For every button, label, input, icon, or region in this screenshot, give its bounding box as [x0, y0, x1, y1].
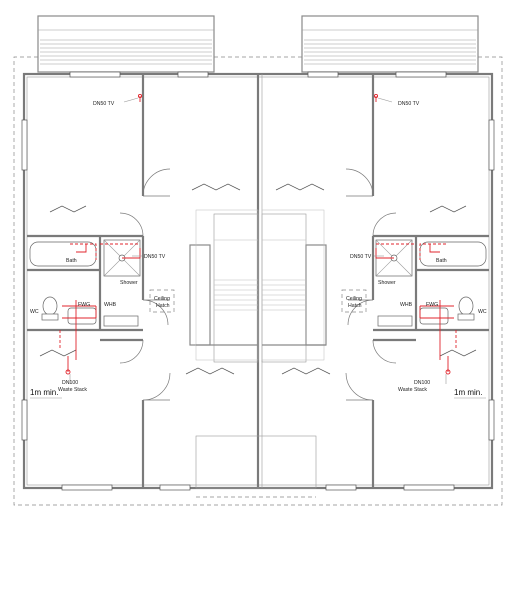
whb-right — [419, 307, 449, 325]
dn100-label-right: DN100 — [414, 380, 430, 386]
whb-label-left: WHB — [104, 302, 117, 308]
entrance-canopy — [195, 435, 317, 489]
ceiling-hatch-label-left-2: Hatch — [156, 303, 170, 309]
dn50-tv-label-left-2: DN50 TV — [144, 254, 166, 260]
ceiling-hatch-label-right-2: Hatch — [348, 303, 362, 309]
shower-label-left: Shower — [120, 280, 138, 286]
balcony-right — [301, 15, 479, 73]
bath-label-right: Bath — [436, 258, 447, 264]
doors — [119, 168, 397, 401]
wc-label-right: WC — [478, 309, 487, 315]
fwg-label-left: FWG — [78, 302, 90, 308]
fixtures-left — [29, 239, 141, 327]
clearance-label-right: 1m min. — [454, 388, 482, 397]
dn50-tv-label-right: DN50 TV — [398, 101, 420, 107]
interior-walls-left — [27, 74, 259, 488]
clearance-label-left: 1m min. — [30, 388, 58, 397]
stairwell — [195, 209, 326, 361]
wc-right — [458, 296, 474, 316]
drainage-right — [373, 93, 457, 375]
shower-label-right: Shower — [378, 280, 396, 286]
balcony-left — [37, 15, 215, 73]
wc-left — [42, 296, 58, 316]
dn50-tv-label-left: DN50 TV — [93, 101, 115, 107]
leader-lines — [30, 97, 486, 399]
dn50-tv-label-right-2: DN50 TV — [350, 254, 372, 260]
dn100-label-left: DN100 — [62, 380, 78, 386]
interior-walls-right — [261, 74, 489, 488]
ceiling-hatch-left — [149, 289, 175, 313]
windows — [21, 71, 495, 491]
ceiling-hatch-label-right: Ceiling — [346, 296, 362, 302]
ceiling-hatch-label-left: Ceiling — [154, 296, 170, 302]
whb-label-right: WHB — [400, 302, 413, 308]
ceiling-hatch-right — [341, 289, 367, 313]
whb-left — [67, 307, 97, 325]
wc-label-left: WC — [30, 309, 39, 315]
fwg-label-right: FWG — [426, 302, 438, 308]
site-boundary — [13, 56, 503, 506]
bath-label-left: Bath — [66, 258, 77, 264]
drainage-left — [59, 93, 143, 375]
waste-stack-label-left: Waste Stack — [58, 387, 87, 393]
waste-stack-label-right: Waste Stack — [398, 387, 427, 393]
